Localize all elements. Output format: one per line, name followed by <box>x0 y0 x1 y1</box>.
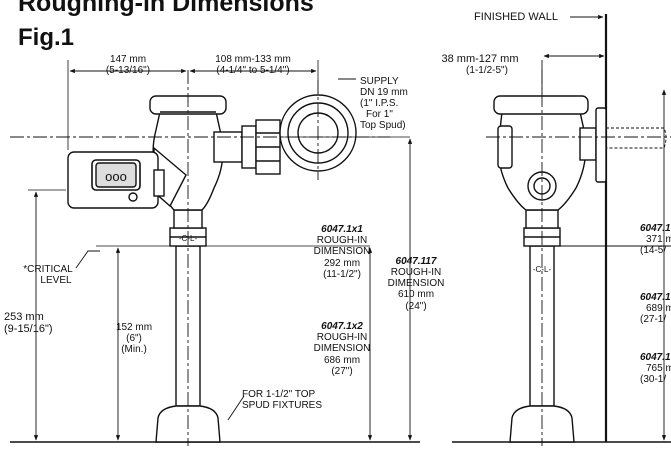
model-1x1-l1: ROUGH-IN <box>317 235 368 246</box>
side-model-2-in: (27-1/ <box>640 314 666 325</box>
side-model-1-mm: 371 m <box>646 234 671 245</box>
sensor-window-text: ooo <box>105 169 127 184</box>
wall-offset-mm: 38 mm-127 mm <box>441 53 518 65</box>
spud-label-2: SPUD FIXTURES <box>242 400 322 411</box>
supply-label-4: For 1" <box>366 109 393 120</box>
supply-label-5: Top Spud) <box>360 120 406 131</box>
side-model-1: 6047.1 <box>640 223 671 234</box>
side-model-2-mm: 689 m <box>646 303 671 314</box>
model-117-mm: 610 mm <box>398 289 434 300</box>
model-117-l2: DIMENSION <box>388 278 445 289</box>
model-1x2: 6047.1x2 <box>321 321 363 332</box>
side-model-1-in: (14-5/ <box>640 245 666 256</box>
model-1x1-in: (11-1/2") <box>323 269 361 280</box>
model-117-in: (24") <box>405 301 426 312</box>
side-view <box>452 14 671 446</box>
dim-152-in: (6") <box>126 333 142 344</box>
side-model-2: 6047.1 <box>640 292 671 303</box>
figure-label: Fig.1 <box>18 24 75 51</box>
dim-147-in: (5-13/16") <box>106 65 150 76</box>
critical-level-2: LEVEL <box>40 275 72 286</box>
dim-147-mm: 147 mm <box>110 54 146 65</box>
model-1x2-l1: ROUGH-IN <box>317 332 368 343</box>
dim-152-min: (Min.) <box>121 344 147 355</box>
wall-offset-in: (1-1/2-5") <box>466 65 508 76</box>
critical-level-1: *CRITICAL <box>23 264 73 275</box>
model-1x1: 6047.1x1 <box>321 224 363 235</box>
side-model-3-in: (30-1/ <box>640 374 666 385</box>
model-1x2-l2: DIMENSION <box>314 343 371 354</box>
model-1x1-mm: 292 mm <box>324 258 360 269</box>
dim-108-mm: 108 mm-133 mm <box>215 54 291 65</box>
spud-leader <box>227 395 245 421</box>
finished-wall-label: FINISHED WALL <box>474 11 558 23</box>
front-view: ooo <box>10 60 420 446</box>
model-1x2-mm: 686 mm <box>324 355 360 366</box>
model-117: 6047.117 <box>396 256 437 267</box>
front-labels: 147 mm (5-13/16") 108 mm-133 mm (4-1/4" … <box>4 54 444 411</box>
supply-label-2: DN 19 mm <box>360 87 408 98</box>
wall-flange <box>595 107 607 183</box>
model-117-l1: ROUGH-IN <box>391 267 442 278</box>
supply-label-1: SUPPLY <box>360 76 399 87</box>
side-labels: FINISHED WALL 38 mm-127 mm (1-1/2-5") -C… <box>441 11 671 385</box>
dim-108-in: (4-1/4" to 5-1/4") <box>216 65 289 76</box>
spud-label-1: FOR 1-1/2" TOP <box>242 389 316 400</box>
critical-level-leader <box>75 250 100 269</box>
model-1x2-in: (27") <box>331 366 352 377</box>
side-cl-label: -C-L- <box>533 265 552 274</box>
diagram-title: Roughing-in Dimensions <box>18 0 314 17</box>
supply-label-3: (1" I.P.S. <box>360 98 398 109</box>
front-cl-label: -C-L- <box>179 234 198 243</box>
model-1x1-l2: DIMENSION <box>314 246 371 257</box>
dim-253-mm: 253 mm <box>4 311 44 323</box>
side-model-3: 6047.1 <box>640 352 671 363</box>
dim-253-in: (9-15/16") <box>4 323 53 335</box>
dim-152-mm: 152 mm <box>116 322 152 333</box>
side-model-3-mm: 765 m <box>646 363 671 374</box>
